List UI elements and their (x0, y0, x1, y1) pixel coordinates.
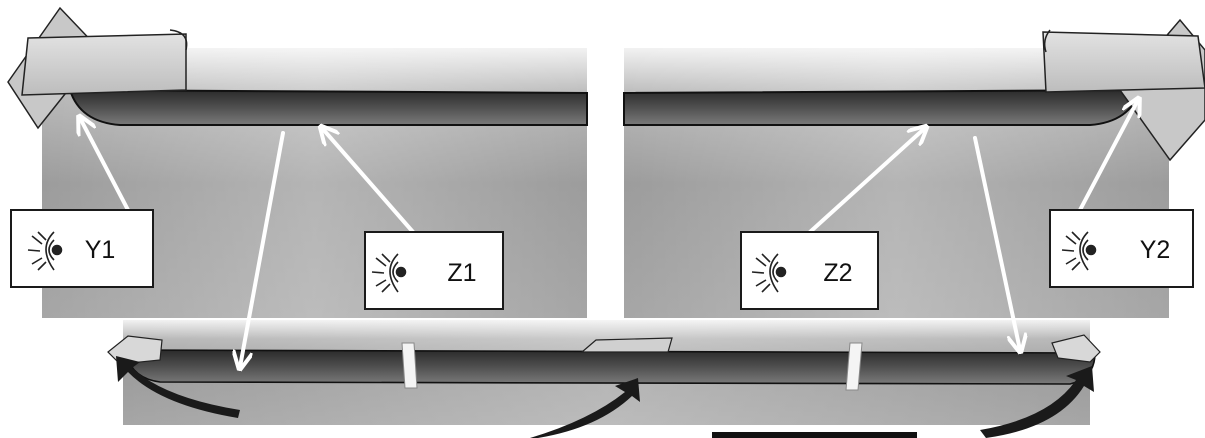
eye-icon (27, 231, 63, 271)
label-y1: Y1 (85, 236, 116, 264)
label-z1: Z1 (447, 259, 476, 287)
curved-arrow-icon (116, 356, 240, 418)
tape-clip-left (7, 6, 188, 130)
tape-clip-right (1042, 18, 1205, 162)
left-detail-panel (7, 6, 588, 318)
arrow-top-right-to-overview (973, 136, 1020, 350)
label-box-z2: Z2 (740, 231, 879, 310)
arrow-top-left-to-overview (240, 131, 285, 367)
arrow-y2 (1078, 100, 1138, 212)
curved-arrows (116, 356, 1094, 438)
curved-arrow-icon (530, 378, 640, 438)
label-z2: Z2 (823, 259, 852, 287)
eye-icon (1061, 231, 1097, 271)
eye-icon (751, 253, 787, 293)
overview-panel (107, 320, 1101, 438)
arrow-z2 (808, 128, 925, 234)
arrow-z1 (322, 128, 415, 234)
label-y2: Y2 (1140, 236, 1171, 264)
eye-icon (371, 253, 407, 293)
label-box-y1: Y1 (10, 209, 154, 288)
arrow-y1 (80, 118, 130, 212)
curved-arrow-icon (980, 366, 1094, 438)
annotation-arrows (80, 100, 1138, 367)
label-box-y2: Y2 (1049, 209, 1194, 288)
label-box-z1: Z1 (364, 231, 504, 310)
